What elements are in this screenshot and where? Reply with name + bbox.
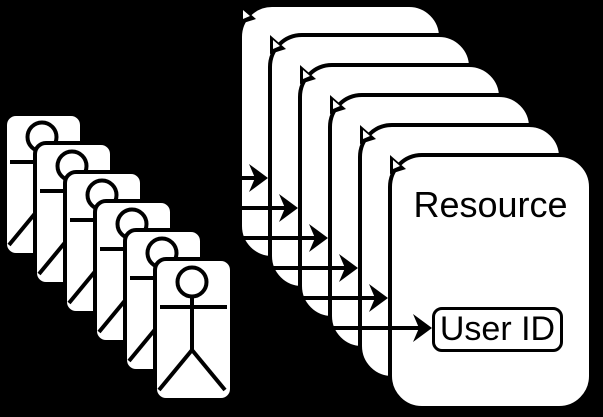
user-to-resource-arrow [232,254,358,282]
user-id-field: User ID [432,307,563,352]
folded-corner-notch-icon [270,35,286,54]
user-to-resource-arrow [232,164,268,192]
stick-figure-user-icon [157,265,227,392]
folded-corner-notch-icon [330,95,346,114]
resource-card-title: Resource [413,184,568,225]
user-to-resource-arrow [232,194,298,222]
user-to-resource-arrow [232,224,328,252]
folded-corner-notch-icon [390,155,406,174]
user-to-resource-arrow [232,314,432,342]
user-to-resource-arrow [232,284,388,312]
folded-corner-notch-icon [360,125,376,144]
user-id-field-label: User ID [439,310,556,348]
folded-corner-notch-icon [300,65,316,84]
folded-corner-notch-icon [240,5,256,24]
